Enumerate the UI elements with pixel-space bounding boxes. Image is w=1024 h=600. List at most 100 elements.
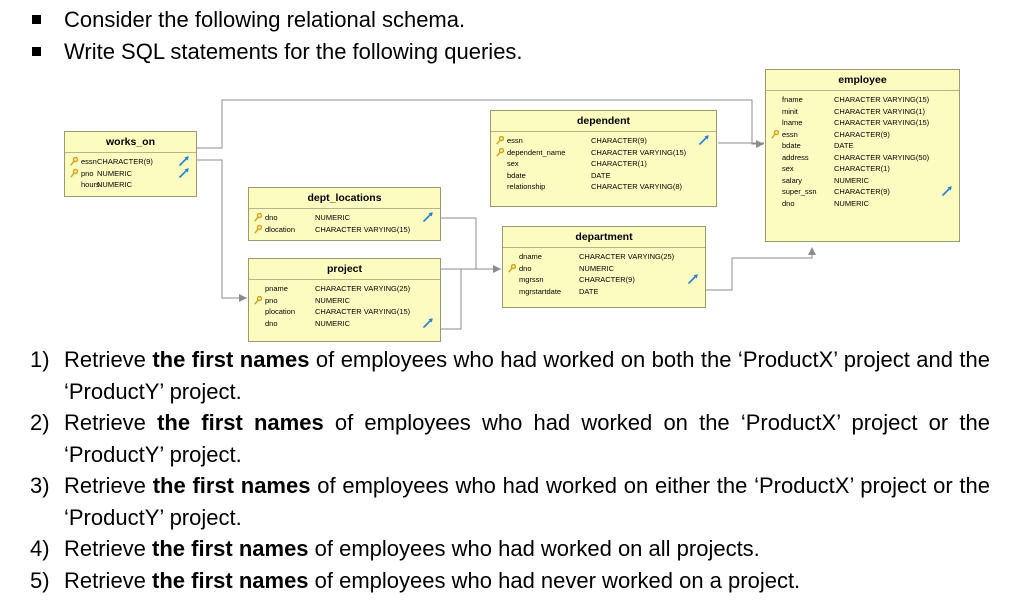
primary-key-icon (496, 147, 505, 157)
column-type: DATE (579, 286, 599, 296)
primary-key-icon (496, 135, 505, 145)
intro-bullets: Consider the following relational schema… (30, 4, 523, 68)
query-text-post: of employees who had worked on both the … (64, 347, 990, 404)
primary-key-icon (254, 212, 263, 222)
query-text-bold: the first names (152, 473, 311, 498)
arrowhead-department (493, 265, 501, 273)
foreign-key-arrow-icon (422, 317, 434, 329)
primary-key-icon (70, 168, 79, 178)
query-text-bold: the first names (157, 410, 324, 435)
connector-dept-locations-department (440, 217, 477, 269)
column-name: bdate (507, 170, 526, 180)
query-item: 3)Retrieve the first names of employees … (30, 470, 990, 533)
column-type: CHARACTER VARYING(8) (591, 182, 682, 191)
foreign-key-arrow-icon (687, 273, 699, 285)
primary-key-icon (508, 263, 517, 273)
column-type: CHARACTER VARYING(15) (315, 307, 411, 316)
primary-key-icon (70, 156, 79, 166)
relationship-connectors (196, 99, 816, 330)
column-type: CHARACTER(9) (579, 275, 635, 284)
column-type: NUMERIC (97, 168, 132, 178)
primary-key-icon (771, 129, 780, 139)
column-name: lname (782, 118, 803, 127)
table-title: dependent (491, 111, 716, 132)
query-text-post: of employees who had worked on all proje… (308, 536, 760, 561)
intro-bullet-text: Write SQL statements for the following q… (64, 39, 523, 64)
column-name: salary (782, 175, 803, 185)
foreign-key-arrow-icon (178, 155, 190, 167)
column-name: minit (782, 106, 798, 116)
square-bullet-icon (32, 15, 41, 24)
connector-project-dno-department (440, 269, 462, 330)
column-name: mgrstartdate (519, 286, 562, 296)
query-number: 1) (30, 347, 50, 372)
foreign-key-arrow-icon (178, 167, 190, 179)
connector-works-on-employee (196, 99, 764, 149)
column-name: address (782, 152, 809, 162)
column-row: super_ssn CHARACTER(9) (766, 186, 959, 198)
query-text-bold: the first names (152, 567, 309, 593)
query-text-post: of employees who had worked on either th… (64, 473, 990, 530)
column-type: CHARACTER VARYING(15) (315, 224, 411, 234)
column-type: CHARACTER(9) (97, 157, 153, 166)
foreign-key-arrow-icon (941, 185, 953, 197)
column-name: hours (81, 180, 100, 189)
column-name: super_ssn (782, 187, 817, 196)
column-type: DATE (834, 141, 854, 150)
table-title: dept_locations (249, 188, 440, 209)
table-title: works_on (65, 132, 196, 153)
column-type: CHARACTER VARYING(50) (834, 152, 930, 162)
connector-department-employee (705, 248, 813, 291)
primary-key-icon (254, 224, 263, 234)
column-name: sex (507, 159, 519, 168)
column-name: fname (782, 95, 803, 104)
column-type: CHARACTER(9) (834, 187, 890, 196)
column-row: bdate DATE (491, 170, 716, 182)
column-row: dlocation CHARACTER VARYING(15) (249, 224, 440, 236)
query-number: 3) (30, 473, 50, 498)
arrowhead-project (239, 294, 247, 302)
query-text-pre: Retrieve (64, 567, 153, 593)
table-title: employee (766, 70, 959, 91)
column-name: essn (507, 136, 523, 145)
column-type: CHARACTER VARYING(15) (834, 95, 930, 104)
query-text-post: of employees who had never worked on a p… (308, 567, 801, 593)
column-name: pno (265, 295, 278, 305)
arrowhead-employee-dno (808, 247, 816, 255)
column-type: DATE (591, 170, 611, 180)
column-row: salary NUMERIC (766, 175, 959, 187)
column-name: relationship (507, 182, 546, 191)
column-type: NUMERIC (315, 295, 350, 305)
query-text-bold: the first names (152, 536, 309, 561)
column-row: mgrstartdate DATE (503, 286, 705, 298)
connector-works-on-project (196, 159, 247, 299)
table-title: project (249, 259, 440, 280)
query-text-pre: Retrieve (64, 410, 158, 435)
column-name: dno (519, 263, 532, 273)
column-name: essn (782, 129, 798, 139)
column-name: dlocation (265, 224, 296, 234)
column-type: NUMERIC (834, 175, 869, 185)
intro-bullet: Consider the following relational schema… (30, 4, 523, 36)
query-item: 5)Retrieve the first names of employees … (30, 565, 990, 597)
query-text-post: of employees who had worked on the ‘Prod… (64, 410, 990, 467)
column-name: sex (782, 164, 794, 173)
query-item: 2) Retrieve the first names of employees … (30, 407, 990, 470)
column-name: dno (265, 318, 278, 328)
column-type: NUMERIC (315, 213, 350, 222)
column-name: pno (81, 168, 94, 178)
query-number: 2) (30, 410, 50, 435)
